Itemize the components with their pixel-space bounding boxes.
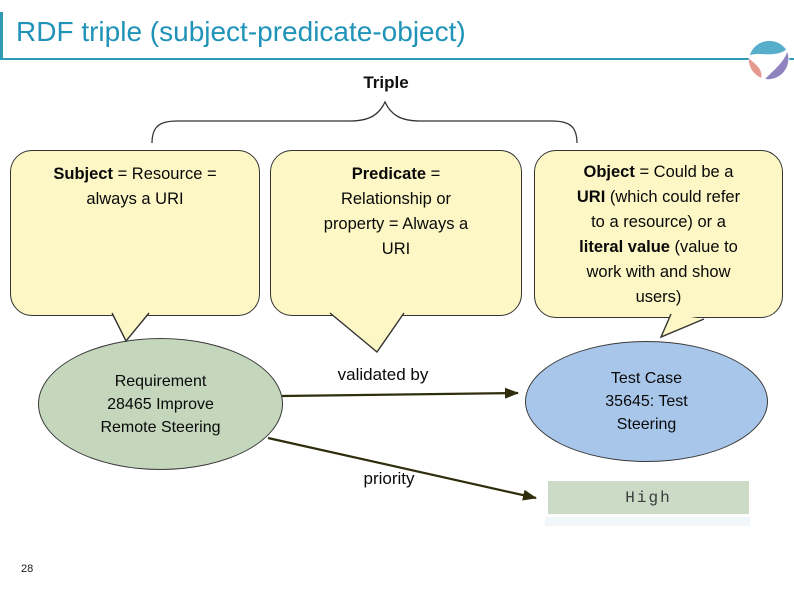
page-title: RDF triple (subject-predicate-object) [16,16,466,47]
priority-value-box: High [548,481,749,514]
validated-by-label: validated by [337,365,429,384]
priority-arrow [267,436,537,501]
header-divider [0,58,794,60]
subject-callout-tail [111,312,150,343]
priority-label: priority [363,469,415,488]
predicate-callout-tail [329,312,405,354]
priority-value-text: High [625,488,672,507]
subject-callout-text: Subject = Resource =always a URI [53,165,217,208]
title-accent-line [0,12,3,58]
triple-group-label: Triple [363,73,409,92]
sphere-swoosh-logo-icon [748,38,790,80]
validated-by-arrow [281,387,519,399]
subject-callout: Subject = Resource =always a URI [10,150,260,316]
page-number: 28 [21,563,34,575]
brace [151,100,578,144]
faded-table-row [545,517,750,526]
